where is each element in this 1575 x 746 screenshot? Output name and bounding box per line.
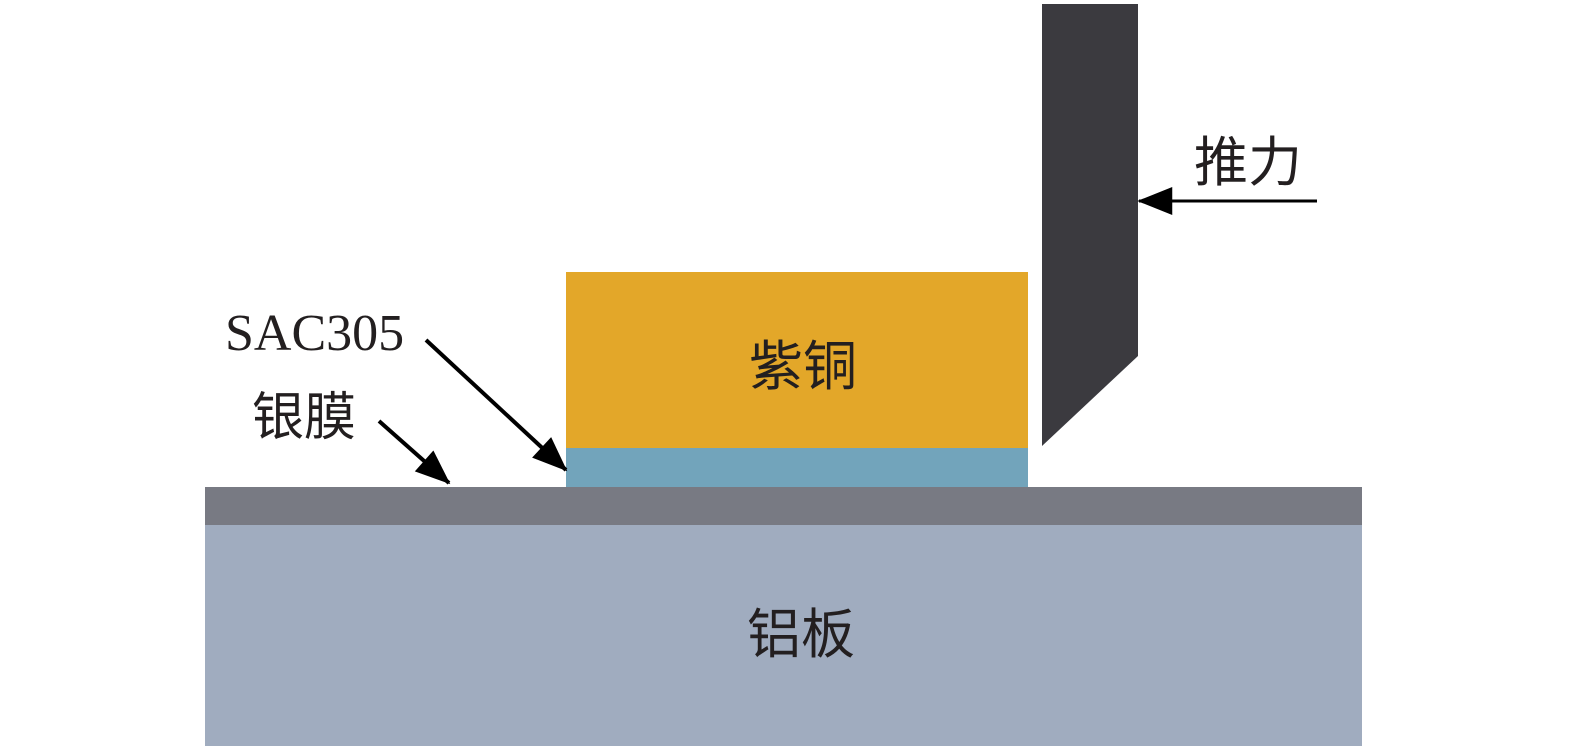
- shear-tool: [1042, 4, 1138, 446]
- solder-pointer-arrow: [424, 338, 568, 472]
- silver-film-layer: [205, 487, 1362, 525]
- aluminum-plate-label: 铝板: [747, 605, 855, 665]
- aluminum-plate: [205, 525, 1362, 746]
- push-force-label: 推力: [1194, 133, 1302, 193]
- solder-label: SAC305: [225, 305, 405, 362]
- silver-film-label: 银膜: [252, 390, 357, 447]
- copper-block: [566, 272, 1028, 448]
- solder-layer: [566, 448, 1028, 487]
- copper-label: 紫铜: [749, 337, 857, 397]
- silver-film-pointer-arrow: [377, 419, 451, 485]
